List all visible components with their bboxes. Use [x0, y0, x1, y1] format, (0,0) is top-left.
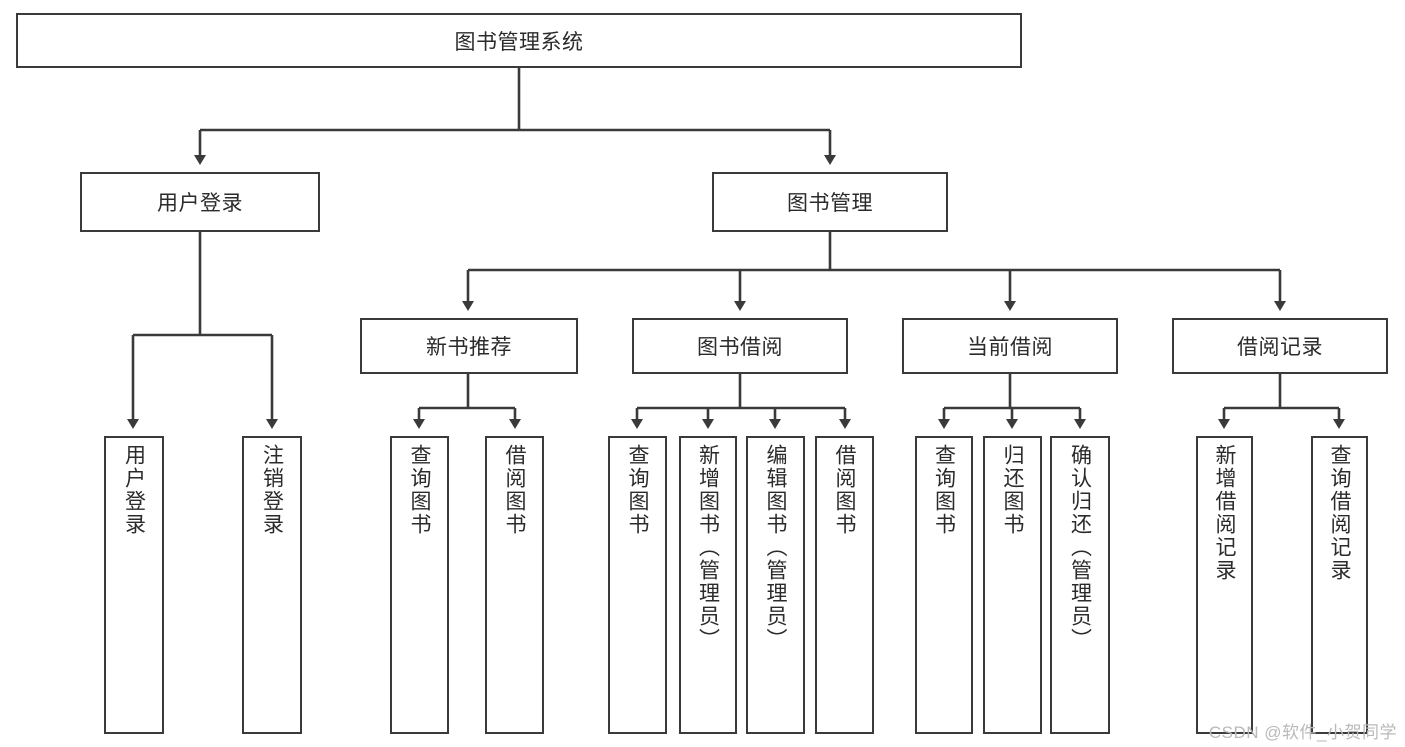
node-root-label: 图书管理系统: [454, 30, 584, 54]
leaf-borrow-book-recommend[interactable]: 借阅图书: [485, 436, 544, 734]
leaf-label: 借阅图书: [833, 444, 856, 536]
node-book-management[interactable]: 图书管理: [712, 172, 948, 232]
leaf-label: 查询图书: [932, 444, 956, 536]
leaf-label: 新增借阅记录: [1213, 444, 1236, 582]
node-book-borrow[interactable]: 图书借阅: [632, 318, 848, 374]
node-label: 新书推荐: [426, 336, 512, 359]
node-current-borrow[interactable]: 当前借阅: [902, 318, 1118, 374]
leaf-label: 注销登录: [260, 444, 284, 536]
node-borrow-record[interactable]: 借阅记录: [1172, 318, 1388, 374]
leaf-query-book-recommend[interactable]: 查询图书: [390, 436, 449, 734]
leaf-query-book-current[interactable]: 查询图书: [915, 436, 973, 734]
leaf-label: 查询借阅记录: [1328, 444, 1351, 582]
leaf-label: 借阅图书: [503, 444, 526, 536]
leaf-add-book-admin[interactable]: 新增图书（管理员）: [679, 436, 737, 734]
leaf-label: 归还图书: [1001, 444, 1024, 536]
leaf-add-borrow-record[interactable]: 新增借阅记录: [1196, 436, 1253, 734]
leaf-label: 用户登录: [122, 444, 146, 536]
leaf-query-book-borrow[interactable]: 查询图书: [608, 436, 667, 734]
leaf-label: 查询图书: [626, 444, 649, 536]
leaf-label: 确认归还（管理员）: [1068, 444, 1092, 651]
node-user-login[interactable]: 用户登录: [80, 172, 320, 232]
node-new-book-recommend[interactable]: 新书推荐: [360, 318, 578, 374]
leaf-borrow-book[interactable]: 借阅图书: [815, 436, 874, 734]
leaf-return-book[interactable]: 归还图书: [983, 436, 1042, 734]
node-root[interactable]: 图书管理系统: [16, 13, 1022, 68]
leaf-user-login[interactable]: 用户登录: [104, 436, 164, 734]
leaf-label: 编辑图书（管理员）: [764, 444, 787, 651]
leaf-query-borrow-record[interactable]: 查询借阅记录: [1311, 436, 1368, 734]
node-label: 图书管理: [787, 192, 873, 215]
node-label: 图书借阅: [697, 336, 783, 359]
leaf-logout[interactable]: 注销登录: [242, 436, 302, 734]
node-label: 用户登录: [157, 192, 243, 215]
leaf-label: 新增图书（管理员）: [696, 444, 720, 651]
leaf-label: 查询图书: [408, 444, 431, 536]
csdn-watermark: CSDN @软件_小贺同学: [1208, 723, 1397, 742]
leaf-edit-book-admin[interactable]: 编辑图书（管理员）: [746, 436, 805, 734]
node-label: 借阅记录: [1237, 336, 1323, 359]
node-label: 当前借阅: [967, 336, 1053, 359]
leaf-confirm-return-admin[interactable]: 确认归还（管理员）: [1050, 436, 1110, 734]
